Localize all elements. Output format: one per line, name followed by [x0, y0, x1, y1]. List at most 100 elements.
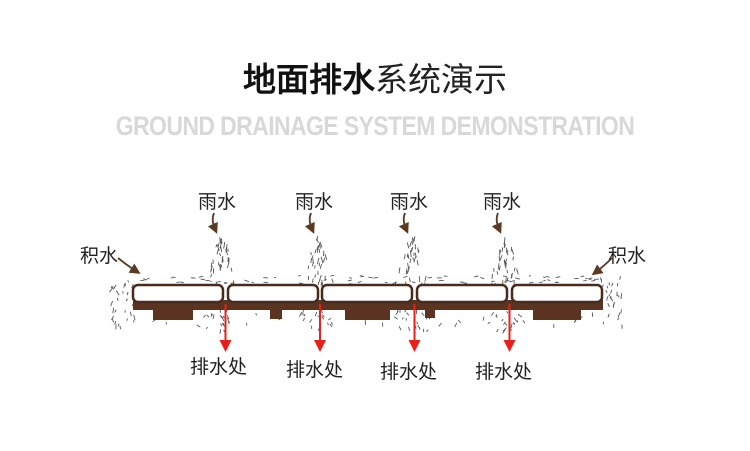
- title-light: 系统演示: [375, 60, 507, 99]
- standing-water-arrow-left: [117, 257, 141, 274]
- drain-label-4: 排水处: [475, 361, 533, 383]
- splash-dash: [504, 323, 508, 326]
- splash-dash: [220, 238, 223, 245]
- splash-dash: [310, 251, 312, 256]
- splash-dash: [617, 317, 620, 321]
- splash-dash: [324, 253, 328, 261]
- splash-dash: [509, 279, 515, 283]
- splash-dash: [328, 317, 332, 321]
- splash-dash: [503, 321, 506, 326]
- splash-dash: [179, 281, 185, 284]
- splash-dash: [221, 256, 224, 262]
- splash-dash: [322, 257, 326, 263]
- splash-dash: [216, 248, 219, 255]
- splash-dash: [196, 324, 201, 328]
- splash-dash: [300, 311, 302, 315]
- splash-dash: [491, 311, 495, 316]
- splash-dash: [316, 257, 320, 265]
- splash-dash: [219, 239, 222, 244]
- splash-dash: [505, 279, 511, 282]
- splash-dash: [316, 247, 319, 253]
- splash-dash: [255, 313, 258, 316]
- splash-dash: [411, 237, 415, 245]
- splash-dash: [409, 240, 413, 247]
- splash-dash: [501, 318, 504, 322]
- splash-dash: [513, 322, 516, 325]
- splash-dash: [312, 278, 314, 283]
- support-foot: [270, 308, 282, 319]
- splash-dash: [113, 284, 117, 290]
- splash-dash: [528, 275, 531, 277]
- rain-label-3: 雨水: [390, 191, 429, 213]
- splash-dash: [503, 259, 507, 265]
- splash-dash: [117, 323, 120, 327]
- splash-dash: [393, 316, 398, 320]
- splash-dash: [109, 287, 114, 293]
- splash-dash: [210, 262, 213, 267]
- splash-dash: [407, 266, 410, 273]
- splash-dash: [298, 282, 304, 285]
- splash-dash: [409, 250, 412, 258]
- splash-dash: [110, 300, 114, 307]
- splash-dash: [165, 321, 168, 325]
- splash-dash: [114, 320, 116, 325]
- splash-dash: [217, 242, 220, 248]
- splash-dash: [330, 274, 335, 277]
- deck-tile: [320, 283, 414, 304]
- splash-dash: [610, 289, 613, 294]
- splash-dash: [427, 276, 432, 279]
- title-bold: 地面排水: [243, 60, 375, 99]
- splash-dash: [543, 276, 546, 278]
- splash-dash: [110, 285, 113, 289]
- standing-water-label-right: 积水: [608, 245, 647, 267]
- splash-dash: [314, 265, 316, 269]
- splash-dash: [607, 303, 610, 308]
- splash-dash: [312, 261, 314, 267]
- splash-dash: [114, 309, 117, 313]
- splash-dash: [418, 326, 421, 331]
- splash-dash: [412, 257, 414, 261]
- splash-dash: [219, 329, 222, 334]
- splash-dash: [392, 281, 397, 284]
- splash-dash: [438, 322, 442, 327]
- splash-dash: [330, 321, 333, 326]
- drain-label-1: 排水处: [190, 356, 248, 378]
- splash-dash: [462, 282, 468, 284]
- splash-dash: [347, 279, 353, 282]
- splash-dash: [230, 282, 235, 284]
- splash-dash: [302, 317, 306, 322]
- splash-dash: [496, 271, 499, 275]
- splash-dash: [606, 296, 609, 301]
- splash-dash: [126, 318, 128, 321]
- splash-dash: [513, 281, 515, 286]
- splash-dash: [414, 252, 417, 258]
- drain-label-3: 排水处: [380, 361, 438, 383]
- splash-dash: [172, 276, 176, 279]
- splash-dash: [503, 237, 506, 243]
- splash-dash: [219, 241, 222, 249]
- rain-arrow: [207, 212, 218, 234]
- splash-dash: [219, 264, 221, 271]
- rain-arrow: [398, 212, 409, 234]
- splash-dash: [316, 245, 319, 250]
- splash-dash: [457, 319, 462, 324]
- splash-dash: [543, 279, 546, 282]
- splash-dash: [225, 248, 229, 256]
- splash-dash: [209, 280, 212, 282]
- standing-water-label-left: 积水: [80, 245, 119, 267]
- support-foot: [345, 308, 390, 320]
- splash-dash: [215, 243, 218, 248]
- splash-dash: [317, 241, 321, 249]
- splash-dash: [315, 235, 319, 241]
- splash-dash: [198, 275, 204, 278]
- deck-tile: [415, 283, 509, 304]
- splash-dash: [502, 329, 506, 334]
- splash-dash: [311, 255, 314, 260]
- splash-dash: [244, 279, 250, 283]
- splash-dash: [474, 275, 479, 278]
- rain-label-4: 雨水: [483, 191, 522, 213]
- splash-dash: [206, 314, 210, 318]
- splash-dash: [499, 254, 503, 261]
- splash-dash: [203, 314, 207, 318]
- deck-tile: [226, 283, 320, 304]
